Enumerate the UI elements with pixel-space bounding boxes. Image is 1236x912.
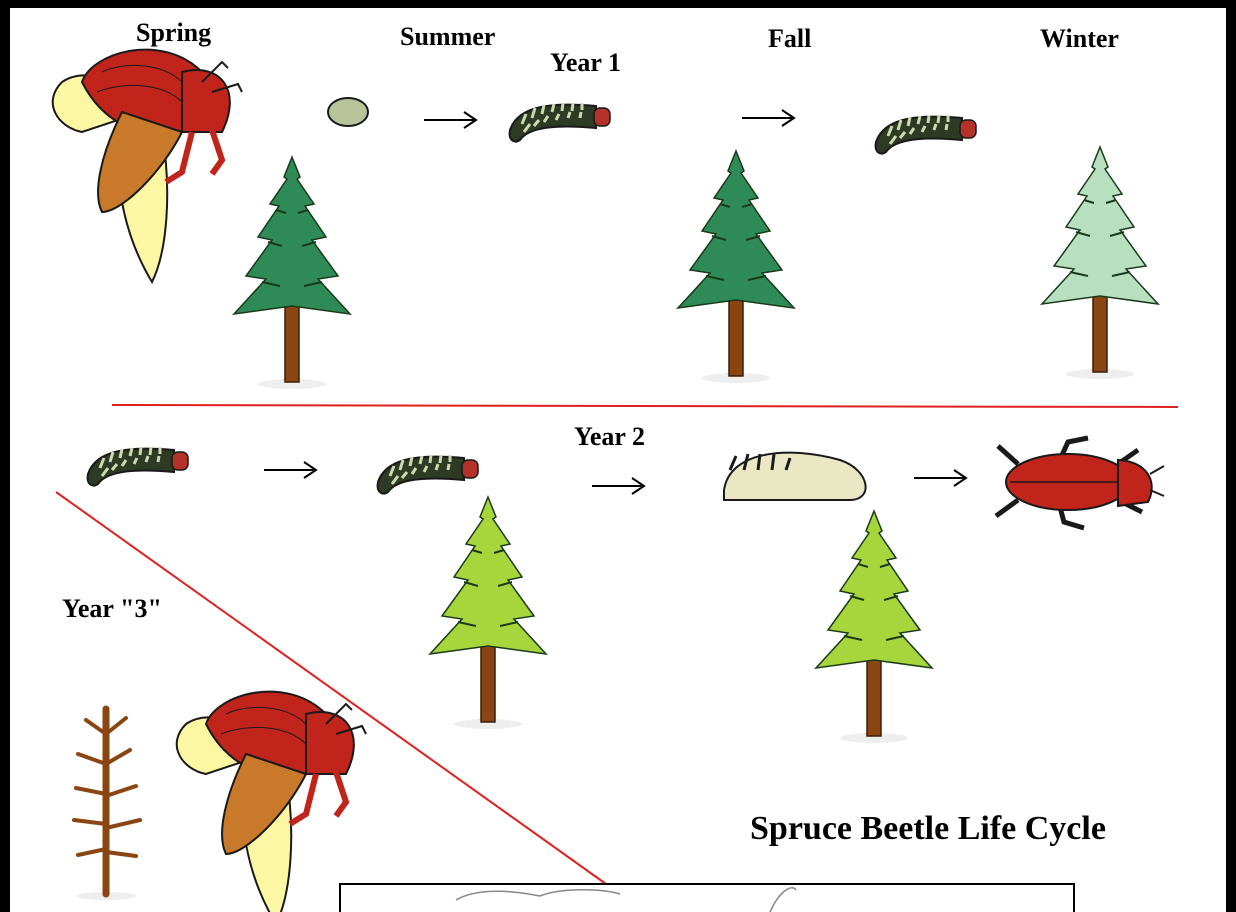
egg-icon: [328, 98, 368, 126]
label-year-2: Year 2: [574, 422, 645, 452]
label-year-1: Year 1: [550, 48, 621, 78]
label-winter: Winter: [1040, 24, 1119, 54]
diagram-title: Spruce Beetle Life Cycle: [750, 810, 1106, 848]
label-fall: Fall: [768, 24, 811, 54]
label-year-3: Year "3": [62, 594, 162, 624]
label-spring: Spring: [136, 18, 211, 48]
bottom-inset-frame: [340, 884, 1074, 912]
label-summer: Summer: [400, 22, 495, 52]
